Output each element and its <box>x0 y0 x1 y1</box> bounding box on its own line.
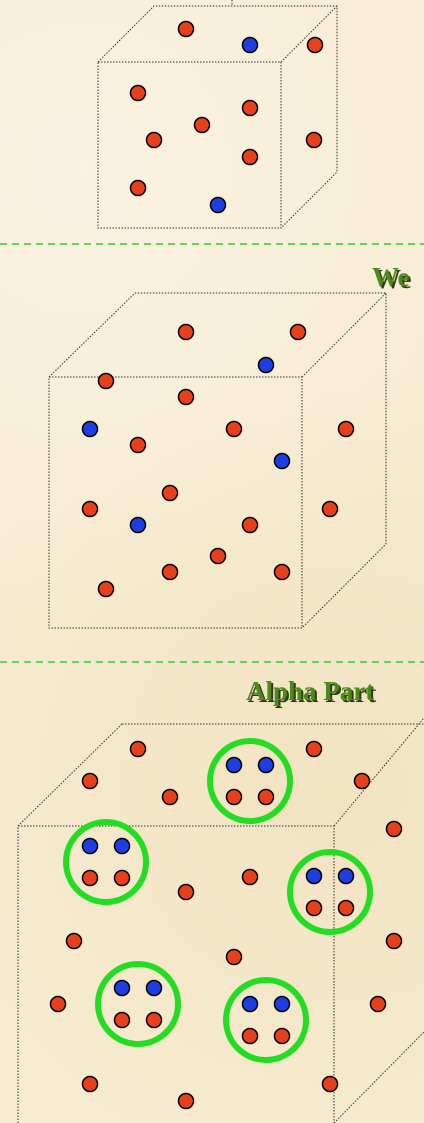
proton-particle <box>339 422 354 437</box>
neutron-particle <box>83 839 98 854</box>
particles <box>51 22 402 1109</box>
neutron-particle <box>243 38 258 53</box>
proton-particle <box>211 549 226 564</box>
neutron-particle <box>211 198 226 213</box>
proton-particle <box>243 870 258 885</box>
proton-particle <box>243 1029 258 1044</box>
proton-particle <box>131 438 146 453</box>
heading-alpha: Alpha Part <box>246 676 374 707</box>
proton-particle <box>179 22 194 37</box>
proton-particle <box>227 422 242 437</box>
neutron-particle <box>227 758 242 773</box>
proton-particle <box>147 133 162 148</box>
box-2 <box>49 293 386 628</box>
proton-particle <box>163 486 178 501</box>
alpha-rings <box>66 741 370 1060</box>
proton-particle <box>67 934 82 949</box>
proton-particle <box>179 1094 194 1109</box>
proton-particle <box>131 181 146 196</box>
proton-particle <box>83 502 98 517</box>
neutron-particle <box>243 997 258 1012</box>
proton-particle <box>179 390 194 405</box>
proton-particle <box>371 997 386 1012</box>
proton-particle <box>355 774 370 789</box>
proton-particle <box>307 901 322 916</box>
proton-particle <box>99 374 114 389</box>
proton-particle <box>147 1013 162 1028</box>
neutron-particle <box>259 758 274 773</box>
neutron-particle <box>259 358 274 373</box>
proton-particle <box>227 790 242 805</box>
proton-particle <box>323 1077 338 1092</box>
proton-particle <box>83 1077 98 1092</box>
proton-particle <box>339 901 354 916</box>
proton-particle <box>179 885 194 900</box>
heading-weak: We <box>372 262 410 293</box>
neutron-particle <box>307 869 322 884</box>
neutron-particle <box>147 981 162 996</box>
proton-particle <box>179 325 194 340</box>
proton-particle <box>275 1029 290 1044</box>
proton-particle <box>163 565 178 580</box>
proton-particle <box>83 871 98 886</box>
alpha-particle-ring <box>66 822 146 902</box>
neutron-particle <box>83 422 98 437</box>
proton-particle <box>131 86 146 101</box>
proton-particle <box>115 871 130 886</box>
proton-particle <box>51 997 66 1012</box>
proton-particle <box>307 742 322 757</box>
proton-particle <box>227 950 242 965</box>
proton-particle <box>243 518 258 533</box>
neutron-particle <box>275 997 290 1012</box>
proton-particle <box>131 742 146 757</box>
alpha-particle-ring <box>226 980 306 1060</box>
proton-particle <box>275 565 290 580</box>
proton-particle <box>323 502 338 517</box>
proton-particle <box>163 790 178 805</box>
neutron-particle <box>115 839 130 854</box>
proton-particle <box>99 582 114 597</box>
alpha-particle-ring <box>290 852 370 932</box>
proton-particle <box>195 118 210 133</box>
proton-particle <box>243 150 258 165</box>
neutron-particle <box>115 981 130 996</box>
proton-particle <box>259 790 274 805</box>
proton-particle <box>387 934 402 949</box>
proton-particle <box>308 38 323 53</box>
neutron-particle <box>275 454 290 469</box>
neutron-particle <box>339 869 354 884</box>
alpha-particle-ring <box>98 964 178 1044</box>
neutron-particle <box>131 518 146 533</box>
proton-particle <box>115 1013 130 1028</box>
proton-particle <box>83 774 98 789</box>
proton-particle <box>307 133 322 148</box>
proton-particle <box>387 822 402 837</box>
proton-particle <box>291 325 306 340</box>
alpha-particle-ring <box>210 741 290 821</box>
proton-particle <box>243 101 258 116</box>
